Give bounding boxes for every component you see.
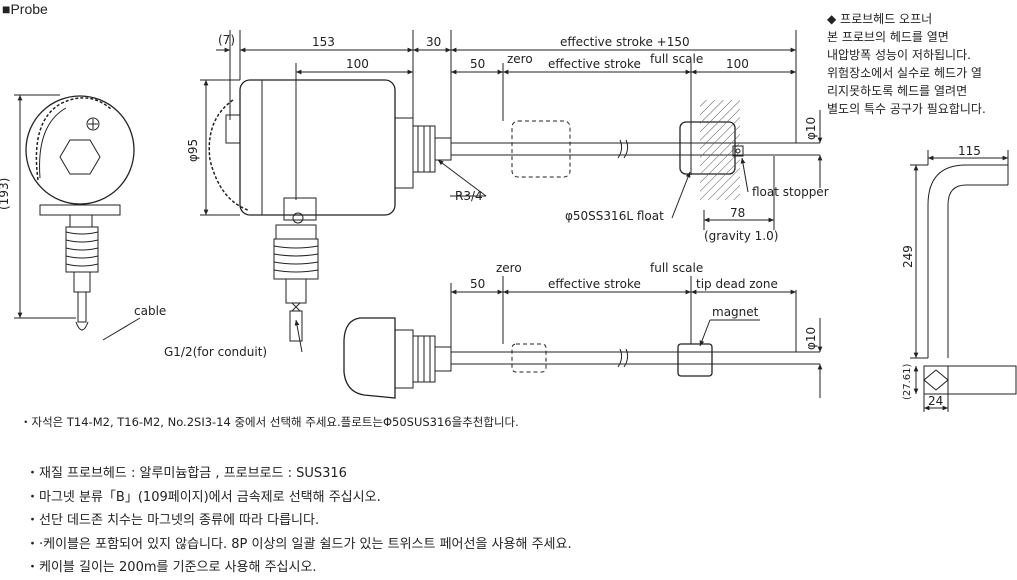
dim-phi10b: φ10 [804, 327, 818, 350]
opener-note-line: 위험장소에서 실수로 헤드가 열 [827, 66, 982, 80]
side-view-top [200, 30, 823, 353]
opener-note-line: 본 프로브의 헤드를 열면 [827, 30, 949, 44]
side-view-bottom [343, 276, 823, 399]
zero-label-2: zero [496, 261, 522, 275]
float-stopper-label: float stopper [752, 185, 829, 199]
dim-phi95: φ95 [186, 139, 200, 162]
float-label: φ50SS316L float [565, 209, 664, 223]
spec-note: ・재질 프로브헤드 : 알루미늄합금 , 프로브로드 : SUS316 [26, 466, 347, 481]
opener-note-heading: ◆ 프로브헤드 오프너 [827, 12, 933, 26]
opener-note: ◆ 프로브헤드 오프너 본 프로브의 헤드를 열면 내압방폭 성능이 저하됩니다… [827, 10, 986, 118]
spec-notes: ・재질 프로브헤드 : 알루미늄합금 , 프로브로드 : SUS316 ・마그넷… [26, 462, 572, 580]
opener-tool-drawing [910, 150, 1017, 412]
dim-27-61: (27.61) [902, 363, 913, 400]
dim-50: 50 [470, 57, 485, 71]
page-title: ■Probe [2, 1, 48, 17]
magnet-label: magnet [712, 305, 759, 319]
spec-note: ・·케이블은 포함되어 있지 않습니다. 8P 이상의 일괄 쉴드가 있는 트위… [26, 536, 572, 552]
zero-label: zero [507, 52, 533, 66]
dim-100b: 100 [726, 57, 749, 71]
full-scale-label-2: full scale [650, 261, 703, 275]
dim-100a: 100 [346, 57, 369, 71]
effective-stroke-label-2: effective stroke [548, 277, 641, 291]
opener-note-line: 별도의 특수 공구가 필요합니다. [827, 102, 986, 116]
dim-78: 78 [730, 206, 745, 220]
spec-note: ・케이블 길이는 200m를 기준으로 사용해 주십시오. [26, 560, 317, 575]
opener-note-line: 리지못하도록 헤드를 열려면 [827, 84, 968, 98]
dim-24: 24 [928, 394, 943, 408]
dim-phi10: φ10 [804, 117, 818, 140]
dim-193: (193) [0, 178, 11, 210]
dim-115: 115 [958, 144, 981, 158]
spec-note: ・마그넷 분류「B」(109페이지)에서 금속제로 선택해 주십시오. [26, 489, 381, 505]
opener-note-line: 내압방폭 성능이 저하됩니다. [827, 48, 971, 62]
r34-label: R3/4 [455, 189, 483, 203]
dim-7: (7) [218, 33, 235, 47]
dim-153: 153 [312, 35, 335, 49]
magnet-note: ・자석은 T14-M2, T16-M2, No.2SI3-14 중에서 선택해 … [20, 415, 519, 429]
gravity-label: (gravity 1.0) [704, 229, 778, 243]
tip-dead-zone-label: tip dead zone [696, 277, 778, 291]
dim-249: 249 [901, 245, 915, 268]
cable-label: cable [134, 304, 166, 318]
front-view [14, 94, 141, 341]
dim-50b: 50 [470, 277, 485, 291]
full-scale-label: full scale [650, 52, 703, 66]
dim-30: 30 [426, 35, 441, 49]
dim-effective-stroke-150: effective stroke +150 [560, 35, 690, 49]
spec-note: ・선단 데드존 치수는 마그넷의 종류에 따라 다릅니다. [26, 513, 320, 528]
effective-stroke-label: effective stroke [548, 57, 641, 71]
conduit-label: G1/2(for conduit) [164, 345, 267, 359]
